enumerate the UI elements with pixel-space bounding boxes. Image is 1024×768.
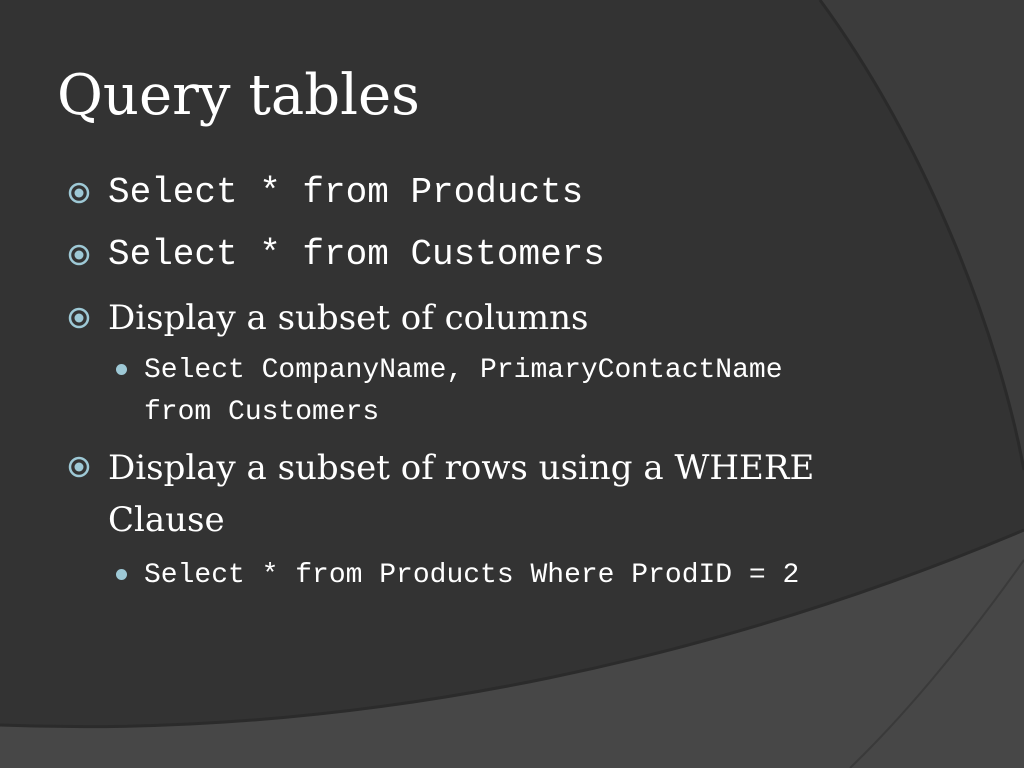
dot-icon [116,364,127,375]
slide-title: Query tables [57,63,420,128]
bullet-item-subset-columns: Display a subset of columns [108,298,589,338]
sub-item-select-companyname: Select CompanyName, PrimaryContactName f… [144,355,783,428]
bullet-item-select-products: Select * from Products [108,172,584,213]
dot-icon [116,569,127,580]
circle-dot-icon [68,182,90,204]
sub-item-select-where: Select * from Products Where ProdID = 2 [144,560,800,591]
circle-dot-icon [68,307,90,329]
bullet-item-select-customers: Select * from Customers [108,234,605,275]
circle-dot-icon [68,456,90,478]
circle-dot-icon [68,244,90,266]
bullet-item-subset-rows: Display a subset of rows using a WHERE C… [108,448,815,540]
